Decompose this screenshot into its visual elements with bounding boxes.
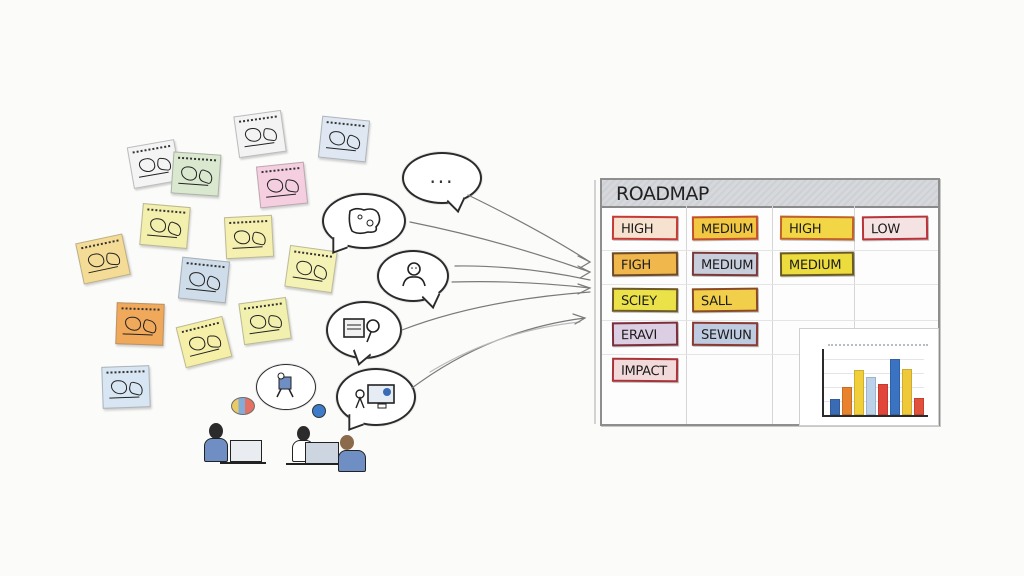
priority-tag: ERAVI (611, 321, 679, 347)
roadmap-header: ROADMAP (602, 180, 938, 208)
laptop-2 (305, 442, 339, 464)
map-sketch-icon (348, 207, 381, 235)
speech-bubble-document-search (326, 301, 402, 366)
document-search-icon (343, 318, 380, 343)
priority-tag: IMPACT (611, 357, 679, 383)
chart-bar (854, 370, 864, 415)
sticky-note (255, 161, 309, 209)
bar-chart-card (799, 328, 939, 426)
sticky-note (75, 233, 131, 285)
thought-bubble-team (256, 364, 316, 410)
monitor-sketch-icon (355, 384, 395, 409)
sticky-note (317, 115, 371, 163)
row-divider (602, 320, 938, 321)
priority-tag: HIGH (611, 215, 679, 241)
speech-bubble-person (377, 250, 449, 310)
laptop-1 (230, 440, 262, 462)
priority-tag: LOW (861, 215, 929, 241)
desk-1 (220, 462, 266, 464)
person-1-head (209, 423, 223, 439)
column-divider (686, 206, 687, 424)
sticky-note (115, 302, 165, 346)
roadmap-title: ROADMAP (616, 183, 709, 205)
chart-bar (914, 397, 924, 415)
person-1-body (204, 438, 228, 462)
ellipsis-icon: ... (429, 164, 455, 188)
globe-icon (312, 404, 326, 418)
chart-bar (842, 387, 852, 415)
sticky-note (139, 202, 191, 250)
priority-tag: MEDIUM (691, 251, 759, 277)
person-3-head (340, 435, 354, 450)
chart-bar (902, 368, 912, 415)
roadmap-board: ROADMAP HIGH FIGH SCIEY ERAVI IMPACT MEDIUM ME… (600, 178, 940, 426)
chart-bar (830, 399, 840, 415)
person-2-head (297, 426, 310, 441)
priority-tag: FIGH (611, 251, 679, 277)
row-divider (602, 284, 938, 285)
person-sketch-icon (402, 262, 426, 287)
priority-tag: HIGH (779, 215, 855, 241)
row-divider (602, 354, 938, 355)
priority-tag: SCIEY (611, 287, 679, 313)
row-divider (602, 250, 938, 251)
sticky-note (101, 365, 151, 409)
desk-2 (286, 463, 348, 465)
priority-tag: MEDIUM (779, 251, 855, 277)
chart-bar (878, 384, 888, 415)
sticky-note (233, 109, 287, 159)
sticky-note (223, 214, 275, 260)
chart-bar (890, 358, 900, 415)
idea-cloud-icon (231, 397, 255, 415)
sticky-note (175, 315, 233, 369)
priority-tag: MEDIUM (691, 215, 759, 241)
sticky-note (170, 151, 222, 197)
priority-tag: SEWIUN (691, 321, 759, 347)
column-divider (772, 206, 773, 424)
chart-x-axis (822, 415, 928, 417)
chart-y-axis (822, 349, 824, 417)
sticky-note (238, 296, 292, 346)
chart-bar (866, 376, 876, 415)
column-divider (854, 206, 855, 424)
speech-bubble-screen (336, 368, 416, 431)
sticky-note (177, 256, 231, 304)
running-figure-icon (276, 372, 294, 398)
sticky-note (284, 244, 338, 294)
chart-title-placeholder (828, 344, 928, 346)
speech-bubble-map (322, 193, 406, 254)
priority-tag: SALL (691, 287, 759, 313)
person-3-body (338, 450, 366, 472)
speech-bubble-ellipsis: ... (402, 152, 482, 214)
